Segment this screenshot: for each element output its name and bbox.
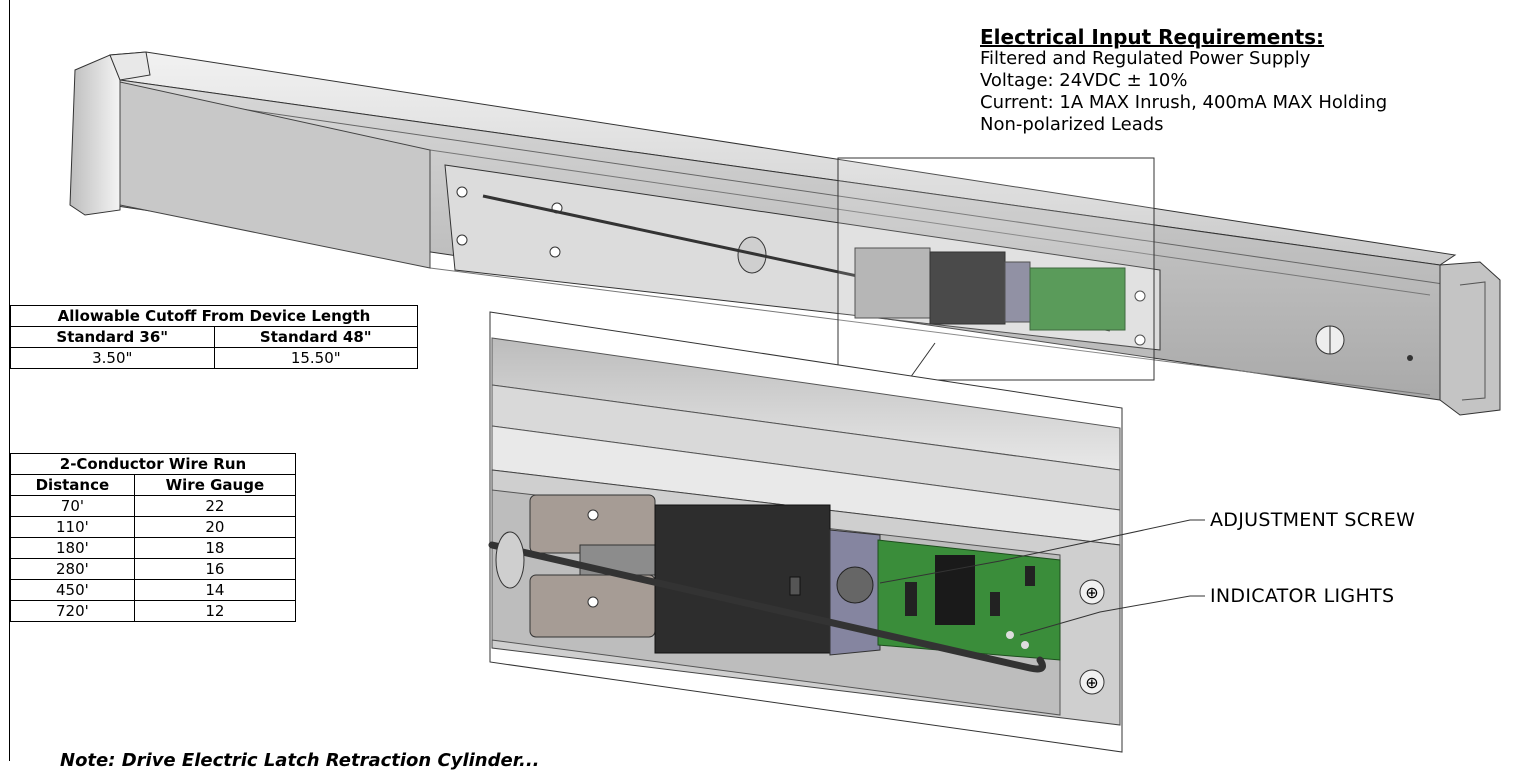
table-row: 720'12 bbox=[10, 600, 297, 622]
table-row: 180'18 bbox=[10, 537, 297, 559]
requirements-heading: Electrical Input Requirements: bbox=[980, 25, 1325, 49]
table-row: 280'16 bbox=[10, 558, 297, 580]
adjustment-screw-leader bbox=[879, 519, 1205, 584]
table-row: 70'22 bbox=[10, 495, 297, 517]
requirement-line: Current: 1A MAX Inrush, 400mA MAX Holdin… bbox=[980, 92, 1388, 113]
cutoff-table: Allowable Cutoff From Device Length Stan… bbox=[10, 305, 418, 369]
distance-cell: 110' bbox=[10, 516, 135, 538]
wire-header: Wire Gauge bbox=[133, 474, 297, 496]
cutoff-value: 15.50" bbox=[213, 347, 418, 369]
distance-cell: 720' bbox=[10, 600, 135, 622]
gauge-cell: 22 bbox=[133, 495, 297, 517]
indicator-lights-leader bbox=[1019, 595, 1205, 636]
table-row: 450'14 bbox=[10, 579, 297, 601]
distance-cell: 280' bbox=[10, 558, 135, 580]
wire-table-title: 2-Conductor Wire Run bbox=[10, 453, 296, 475]
table-row: 110'20 bbox=[10, 516, 297, 538]
gauge-cell: 12 bbox=[133, 600, 297, 622]
svg-text:⊕: ⊕ bbox=[1085, 583, 1098, 602]
gauge-cell: 18 bbox=[133, 537, 297, 559]
detail-window bbox=[837, 157, 1155, 381]
gauge-cell: 20 bbox=[133, 516, 297, 538]
adjustment-screw-label: ADJUSTMENT SCREW bbox=[1210, 509, 1416, 531]
electrical-requirements: Electrical Input Requirements: Filtered … bbox=[980, 26, 1387, 136]
cutoff-header: Standard 36" bbox=[10, 326, 215, 348]
requirement-line: Filtered and Regulated Power Supply bbox=[980, 48, 1311, 69]
wire-header: Distance bbox=[10, 474, 135, 496]
requirement-line: Voltage: 24VDC ± 10% bbox=[980, 70, 1188, 91]
zoom-detail-view: ⊕ ⊕ bbox=[488, 311, 1123, 753]
svg-text:⊕: ⊕ bbox=[1085, 673, 1098, 692]
indicator-lights-label: INDICATOR LIGHTS bbox=[1210, 585, 1395, 607]
gauge-cell: 14 bbox=[133, 579, 297, 601]
wire-run-table: 2-Conductor Wire Run Distance Wire Gauge… bbox=[10, 453, 297, 622]
distance-cell: 450' bbox=[10, 579, 135, 601]
sheet-border bbox=[9, 0, 1523, 761]
device-bar bbox=[69, 51, 1501, 416]
requirement-line: Non-polarized Leads bbox=[980, 114, 1164, 135]
cutoff-value: 3.50" bbox=[10, 347, 215, 369]
cutoff-header: Standard 48" bbox=[213, 326, 418, 348]
gauge-cell: 16 bbox=[133, 558, 297, 580]
cutoff-table-title: Allowable Cutoff From Device Length bbox=[10, 305, 418, 327]
distance-cell: 180' bbox=[10, 537, 135, 559]
distance-cell: 70' bbox=[10, 495, 135, 517]
